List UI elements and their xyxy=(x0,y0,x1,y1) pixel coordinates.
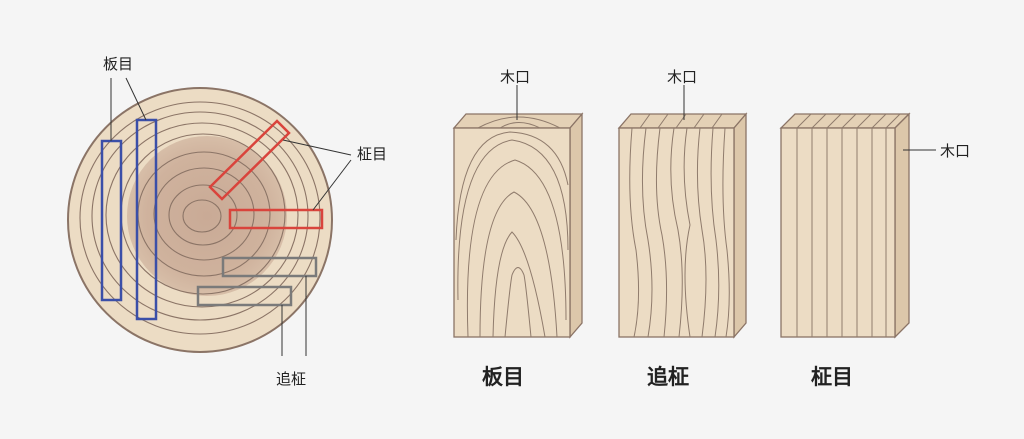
growth-ring xyxy=(168,184,238,246)
grain-line xyxy=(710,127,720,338)
growth-ring xyxy=(153,167,255,261)
block-oimasa-front xyxy=(618,127,735,338)
block-itame xyxy=(452,112,584,339)
block-itame-top xyxy=(452,113,584,129)
oimasa-cut-lower xyxy=(196,285,293,307)
growth-ring xyxy=(105,122,299,308)
grain-line xyxy=(499,122,541,129)
grain-line xyxy=(670,127,683,338)
block-masame-top xyxy=(779,113,911,129)
grain-line xyxy=(696,127,707,338)
block-oimasa-koguchi-label: 木口 xyxy=(667,68,697,86)
grain-line xyxy=(796,128,887,337)
grain-line xyxy=(477,116,561,129)
growth-ring xyxy=(79,101,321,335)
growth-ring xyxy=(182,199,222,233)
log-label-itame: 板目 xyxy=(103,55,133,73)
log-label-masame: 柾目 xyxy=(357,145,387,163)
grain-line xyxy=(683,127,691,338)
oimasa-cut-upper xyxy=(221,256,318,278)
log-cross-section xyxy=(67,87,333,353)
grain-line xyxy=(457,139,569,301)
grain-line xyxy=(492,231,546,338)
masame-leader-lower xyxy=(312,159,352,211)
block-masame-front xyxy=(780,127,896,338)
grain-line xyxy=(479,191,558,338)
log-label-oimasa: 追柾 xyxy=(276,370,306,388)
block-itame-koguchi-label: 木口 xyxy=(500,68,530,86)
block-oimasa xyxy=(617,112,748,339)
block-itame-caption: 板目 xyxy=(482,365,524,389)
block-itame-side xyxy=(569,112,583,339)
block-masame-caption: 柾目 xyxy=(811,365,853,389)
itame-cut-right xyxy=(135,118,158,321)
itame-leader-right xyxy=(125,77,147,121)
block-oimasa-caption: 追柾 xyxy=(647,365,689,389)
grain-line xyxy=(722,127,730,338)
grain-line xyxy=(629,127,640,338)
block-masame-koguchi-label: 木口 xyxy=(940,142,970,160)
block-oimasa-top xyxy=(617,113,748,129)
grain-line xyxy=(455,131,569,241)
block-oimasa-side xyxy=(733,112,747,339)
grain-line xyxy=(655,127,668,338)
block-masame xyxy=(779,112,911,339)
masame-leader-upper xyxy=(282,139,352,156)
grain-line xyxy=(504,267,532,338)
masame-cut-horizontal xyxy=(228,208,324,230)
grain-line xyxy=(466,159,567,338)
block-masame-side xyxy=(894,112,910,339)
growth-ring xyxy=(91,111,309,321)
grain-line xyxy=(641,127,653,338)
grain-line xyxy=(639,113,723,129)
masame-cut-diagonal xyxy=(208,119,291,201)
grain-line xyxy=(796,113,901,129)
